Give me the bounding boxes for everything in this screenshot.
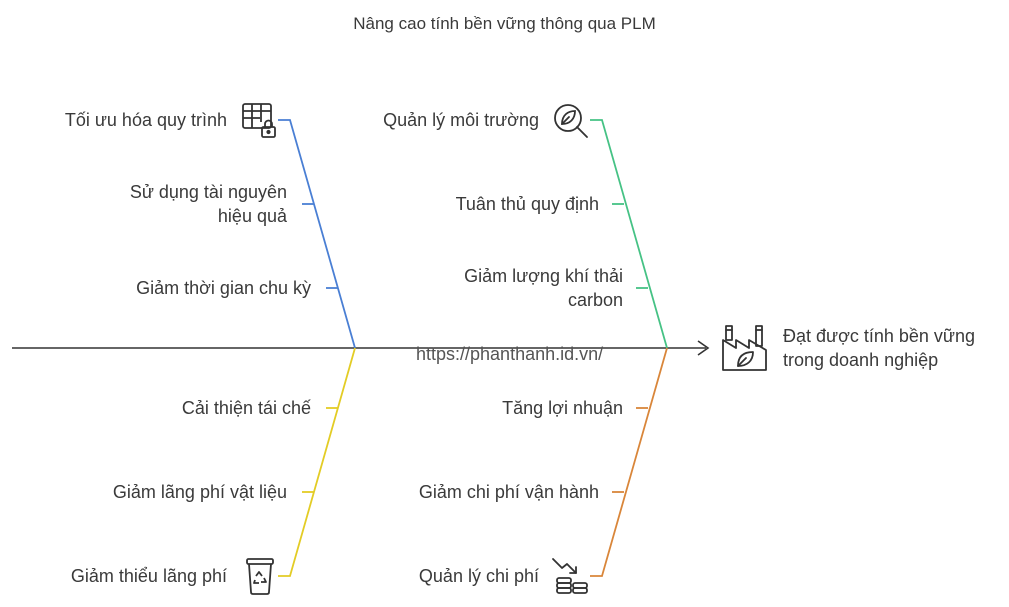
label-carbon-reduction: Giảm lượng khí thải carbon [464, 266, 623, 310]
branch-yellow [278, 347, 356, 577]
diagram-title: Nâng cao tính bền vững thông qua PLM [353, 14, 656, 33]
label-waste-minimization: Giảm thiểu lãng phí [70, 566, 227, 586]
coins-down-icon [552, 558, 588, 594]
watermark-url: https://phanthanh.id.vn/ [416, 344, 604, 364]
label-environment-management: Quản lý môi trường [383, 110, 539, 130]
label-material-waste: Giảm lãng phí vật liệu [112, 482, 287, 502]
label-process-optimization: Tối ưu hóa quy trình [64, 110, 227, 130]
eco-factory-icon [722, 325, 767, 371]
spreadsheet-lock-icon [242, 103, 276, 138]
recycle-bin-icon [246, 558, 274, 595]
label-cycle-time: Giảm thời gian chu kỳ [136, 278, 311, 298]
label-operating-cost: Giảm chi phí vận hành [418, 482, 599, 502]
label-recycling: Cải thiện tái chế [181, 398, 311, 418]
label-resource-efficiency: Sử dụng tài nguyên hiệu quả [129, 182, 287, 226]
label-compliance: Tuân thủ quy định [455, 194, 599, 214]
label-profit: Tăng lợi nhuận [502, 398, 623, 418]
branch-green [590, 119, 668, 349]
label-cost-management: Quản lý chi phí [418, 566, 539, 586]
leaf-magnifier-icon [554, 104, 588, 138]
branch-orange [590, 347, 668, 577]
spine-arrowhead [697, 340, 710, 356]
outcome-label: Đạt được tính bền vững trong doanh nghiệ… [783, 326, 976, 370]
branch-blue [278, 119, 356, 349]
